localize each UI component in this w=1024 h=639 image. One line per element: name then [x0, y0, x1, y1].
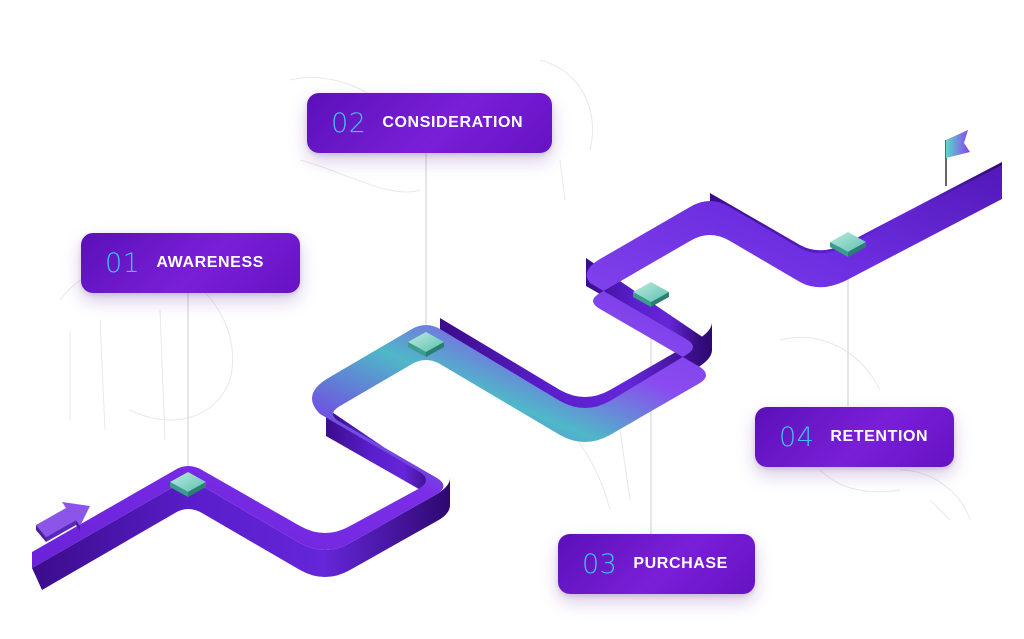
stage-label: PURCHASE — [633, 555, 728, 572]
finish-flag-icon — [945, 130, 970, 186]
stage-card-retention: 04 RETENTION — [755, 407, 954, 467]
stage-label: CONSIDERATION — [382, 114, 524, 131]
start-arrow-icon — [36, 502, 90, 542]
stage-label: RETENTION — [830, 428, 929, 445]
milestone-marker-icon — [408, 332, 444, 357]
road-side — [326, 408, 438, 492]
stage-number: 04 — [779, 421, 815, 453]
stage-label: AWARENESS — [156, 254, 265, 271]
milestone-marker-icon — [170, 472, 206, 497]
stage-number: 03 — [582, 548, 618, 580]
milestone-marker-icon — [633, 282, 669, 307]
stage-number: 01 — [105, 247, 141, 279]
stage-number: 02 — [331, 107, 367, 139]
stage-card-consideration: 02 CONSIDERATION — [307, 93, 552, 153]
stage-card-purchase: 03 PURCHASE — [558, 534, 755, 594]
leader-lines — [187, 153, 849, 535]
stage-card-awareness: 01 AWARENESS — [81, 233, 300, 293]
milestone-marker-icon — [830, 232, 866, 257]
road-side — [32, 478, 450, 590]
